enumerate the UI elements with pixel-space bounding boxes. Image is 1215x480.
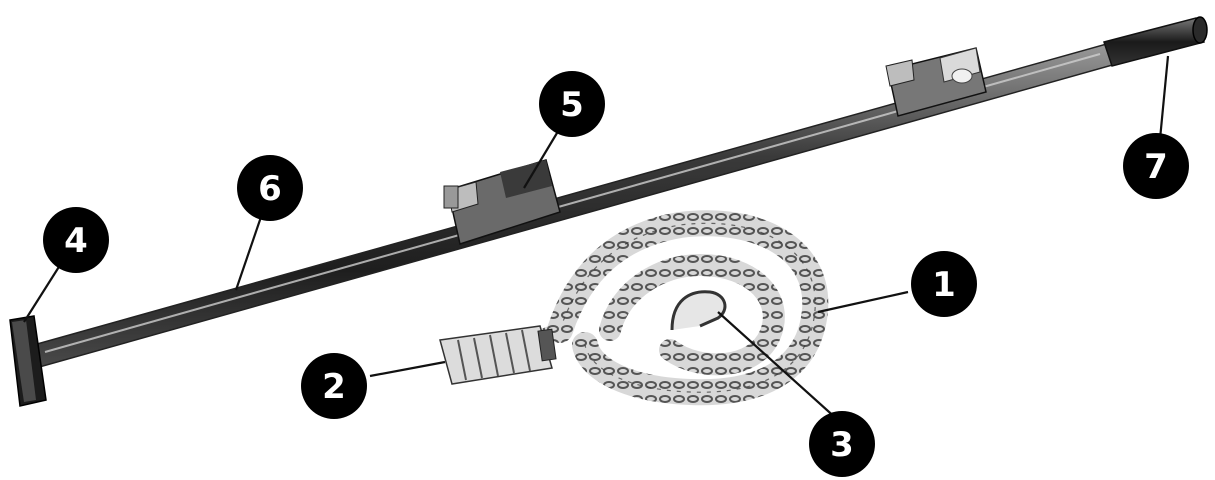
callout-2: 2 — [301, 353, 367, 419]
callout-3: 3 — [809, 411, 875, 477]
bar-assembly — [10, 17, 1207, 406]
callout-7: 7 — [1123, 133, 1189, 199]
spring-connector — [440, 326, 556, 384]
leader-6 — [236, 214, 262, 290]
chain-hook — [672, 292, 725, 330]
callout-5-label: 5 — [560, 85, 584, 125]
callouts: 1 2 3 4 5 6 7 — [43, 71, 1189, 477]
callout-3-label: 3 — [830, 425, 854, 465]
grip-sleeve — [1104, 18, 1204, 66]
leader-1 — [818, 292, 908, 312]
callout-5: 5 — [539, 71, 605, 137]
callout-1: 1 — [911, 251, 977, 317]
callout-4: 4 — [43, 207, 109, 273]
callout-1-label: 1 — [932, 265, 956, 305]
callout-6-label: 6 — [258, 169, 282, 209]
callout-6: 6 — [237, 155, 303, 221]
callout-2-label: 2 — [322, 367, 346, 407]
grip-end-cap — [1193, 17, 1207, 43]
leader-2 — [370, 362, 445, 376]
right-clamp — [886, 48, 986, 116]
leader-4 — [24, 262, 62, 322]
callout-4-label: 4 — [64, 221, 88, 261]
chain-coil — [530, 223, 815, 392]
callout-7-label: 7 — [1144, 147, 1168, 187]
